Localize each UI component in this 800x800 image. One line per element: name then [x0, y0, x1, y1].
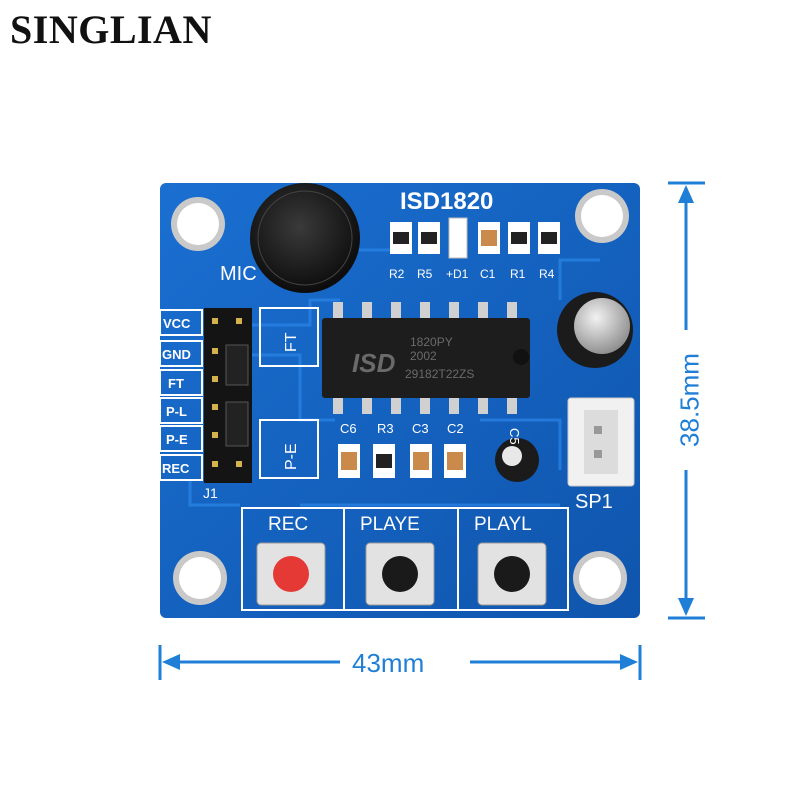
pin-header: [204, 308, 252, 483]
label-r3: R3: [377, 421, 394, 436]
mounting-holes: [171, 189, 629, 605]
button-labels: REC PLAYE PLAYL: [268, 514, 532, 535]
label-r4: R4: [539, 267, 555, 281]
svg-text:29182T22ZS: 29182T22ZS: [405, 367, 474, 381]
brand-logo-text: SINGLIAN: [10, 7, 212, 52]
label-r5: R5: [417, 267, 433, 281]
rec-button: [256, 542, 326, 606]
pin-labels: VCC GND FT P-L P-E REC: [162, 316, 191, 476]
pin-rec: REC: [162, 461, 190, 476]
jumper-pe-label: P-E: [283, 443, 300, 470]
pin-ft: FT: [168, 376, 184, 391]
playl-button-label: PLAYL: [474, 514, 532, 535]
top-component-labels: R2 R5 +D1 C1 R1 R4: [389, 267, 555, 281]
mic-label: MIC: [220, 263, 257, 285]
cap-c5-label: C5: [507, 428, 522, 445]
pin-label-boxes: [159, 309, 203, 481]
label-c1: C1: [480, 267, 496, 281]
label-c2: C2: [447, 421, 464, 436]
ic-marking: ISD 1820PY 2002 29182T22ZS: [352, 335, 474, 381]
width-dimension: [158, 645, 642, 680]
small-capacitor: [495, 438, 539, 482]
pin-pl: P-L: [166, 404, 187, 419]
svg-text:1820PY: 1820PY: [410, 335, 453, 349]
ic-chip: [322, 302, 530, 414]
rec-button-label: REC: [268, 514, 308, 535]
chip-title: ISD1820: [400, 188, 493, 215]
bottom-component-labels: C6 R3 C3 C2: [340, 421, 464, 436]
playe-button-label: PLAYE: [360, 514, 420, 535]
height-dimension: [668, 181, 705, 620]
button-frames: [241, 507, 569, 611]
pin-vcc: VCC: [163, 316, 191, 331]
label-c6: C6: [340, 421, 357, 436]
microphone-icon: [250, 183, 360, 293]
electrolytic-capacitor: [557, 292, 633, 368]
bottom-smd-row: [338, 444, 466, 478]
jumper-labels: FT P-E: [283, 332, 300, 470]
label-r1: R1: [510, 267, 526, 281]
svg-text:ISD: ISD: [352, 348, 396, 378]
header-label: J1: [203, 485, 218, 501]
jumper-ft-label: FT: [283, 332, 300, 352]
width-dimension-label: 43mm: [352, 648, 425, 678]
jumper-label-boxes: [259, 307, 319, 479]
speaker-label: SP1: [575, 491, 613, 513]
speaker-connector: [567, 397, 635, 487]
svg-text:2002: 2002: [410, 349, 437, 363]
pin-pe: P-E: [166, 432, 188, 447]
label-c3: C3: [412, 421, 429, 436]
label-r2: R2: [389, 267, 405, 281]
playl-button: [477, 542, 547, 606]
top-smd-row: [390, 217, 560, 259]
label-d1: +D1: [446, 267, 469, 281]
pin-gnd: GND: [162, 347, 191, 362]
height-dimension-label: 38.5mm: [674, 353, 705, 447]
playe-button: [365, 542, 435, 606]
